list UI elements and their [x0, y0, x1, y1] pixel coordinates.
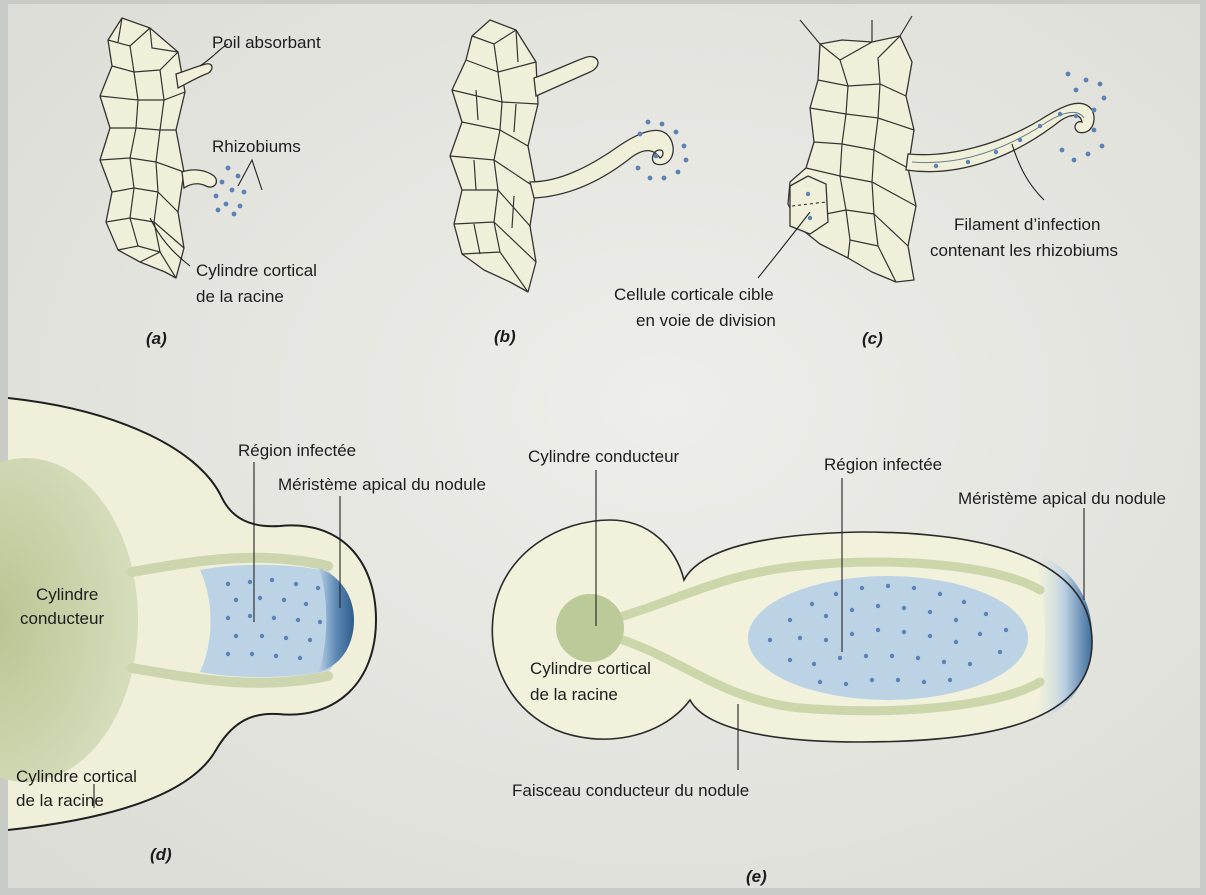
- panel-e-infected-label: Région infectée: [824, 455, 942, 474]
- panel-c-thread-label-line2: contenant les rhizobiums: [930, 241, 1118, 260]
- panel-d-cortex-label-line2: de la racine: [16, 791, 104, 810]
- panel-e-cortex-label-line1: Cylindre cortical: [530, 659, 651, 678]
- panel-c-target-cell: [790, 176, 828, 234]
- panel-e-infected-region: [748, 576, 1028, 700]
- panel-d-cortex-label-line1: Cylindre cortical: [16, 767, 137, 786]
- panel-e-meristem-label: Méristème apical du nodule: [958, 489, 1166, 508]
- panel-d-meristem-label: Méristème apical du nodule: [278, 475, 486, 494]
- panel-e-stele: [556, 594, 624, 662]
- panel-d-infected-label: Région infectée: [238, 441, 356, 460]
- panel-c-target-nucleus-bottom: [808, 216, 812, 220]
- panel-c-caption: (c): [862, 329, 883, 348]
- panel-a-rhizobia-label: Rhizobiums: [212, 137, 301, 156]
- panel-c-thread-label-line1: Filament d’infection: [954, 215, 1100, 234]
- panel-a-caption: (a): [146, 329, 167, 348]
- panel-b-caption: (b): [494, 327, 516, 346]
- panel-a-root-hair-label: Poil absorbant: [212, 33, 321, 52]
- panel-e-caption: (e): [746, 867, 767, 886]
- panel-c-target-nucleus-top: [806, 192, 810, 196]
- panel-d-caption: (d): [150, 845, 172, 864]
- panel-e-cortex-label-line2: de la racine: [530, 685, 618, 704]
- panel-d-stele-label-line1: Cylindre: [36, 585, 98, 604]
- panel-a-cortex-label-line2: de la racine: [196, 287, 284, 306]
- panel-c-target-cell-label-line2: en voie de division: [636, 311, 776, 330]
- panel-e-bundle-label: Faisceau conducteur du nodule: [512, 781, 749, 800]
- panel-a-cortex-label-line1: Cylindre cortical: [196, 261, 317, 280]
- panel-d-stele-label-line2: conducteur: [20, 609, 104, 628]
- panel-e-stele-label: Cylindre conducteur: [528, 447, 680, 466]
- panel-c-target-cell-label-line1: Cellule corticale cible: [614, 285, 774, 304]
